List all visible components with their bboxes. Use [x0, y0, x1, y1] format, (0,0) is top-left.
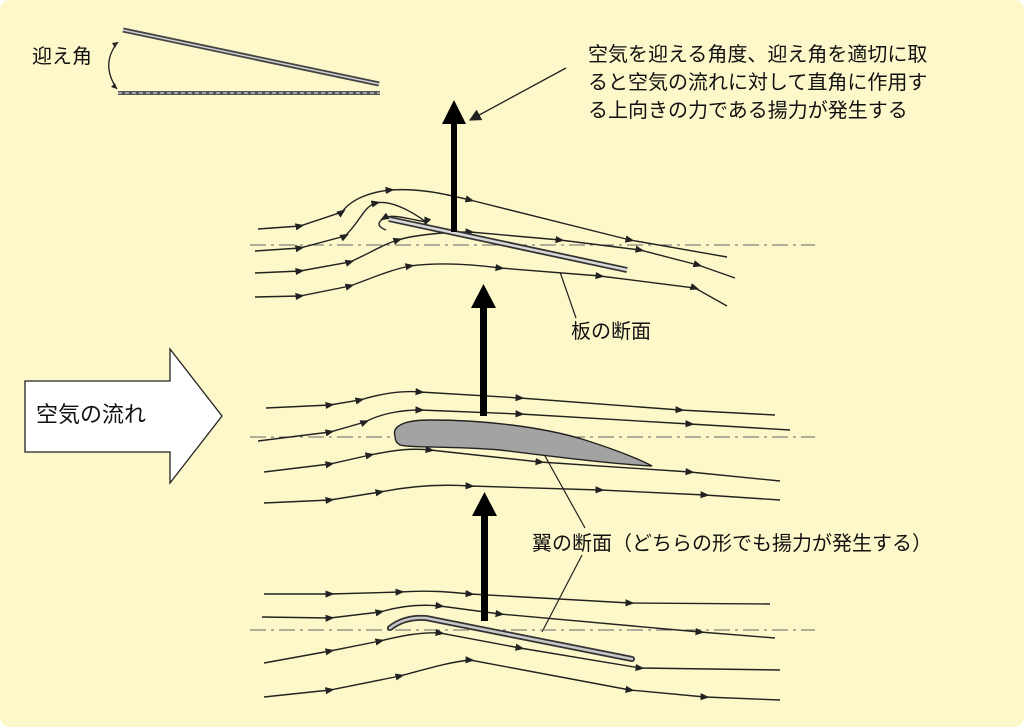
lift-arrow-top: [442, 100, 466, 232]
description-line-3: る上向きの力である揚力が発生する: [588, 98, 908, 122]
flat-plate-section: [388, 216, 628, 273]
wing-section-label: 翼の断面（どちらの形でも揚力が発生する）: [532, 531, 932, 555]
plate-section-label: 板の断面: [571, 319, 651, 343]
lift-arrow-bottom: [472, 492, 497, 621]
airfoil-streamlines: [257, 388, 791, 505]
airflow-arrow: [24, 347, 223, 485]
angle-of-attack-inset: [108, 27, 380, 95]
plate-leader-line: [559, 271, 577, 319]
description-line-1: 空気を迎える角度、迎え角を適切に取: [588, 42, 928, 66]
airflow-label: 空気の流れ: [36, 403, 147, 428]
cambered-plate-streamlines: [261, 588, 781, 701]
angle-of-attack-label: 迎え角: [32, 44, 92, 68]
description-line-2: ると空気の流れに対して直角に作用す: [588, 70, 928, 94]
description-leader-line: [468, 67, 567, 121]
lift-description: 空気を迎える角度、迎え角を適切に取 ると空気の流れに対して直角に作用す る上向き…: [588, 40, 927, 124]
cambered-plate-section: [387, 614, 635, 662]
lift-arrow-middle: [471, 284, 496, 416]
plate-streamlines: [254, 186, 736, 307]
angle-arc: [108, 41, 119, 90]
airfoil-section: [393, 419, 653, 467]
